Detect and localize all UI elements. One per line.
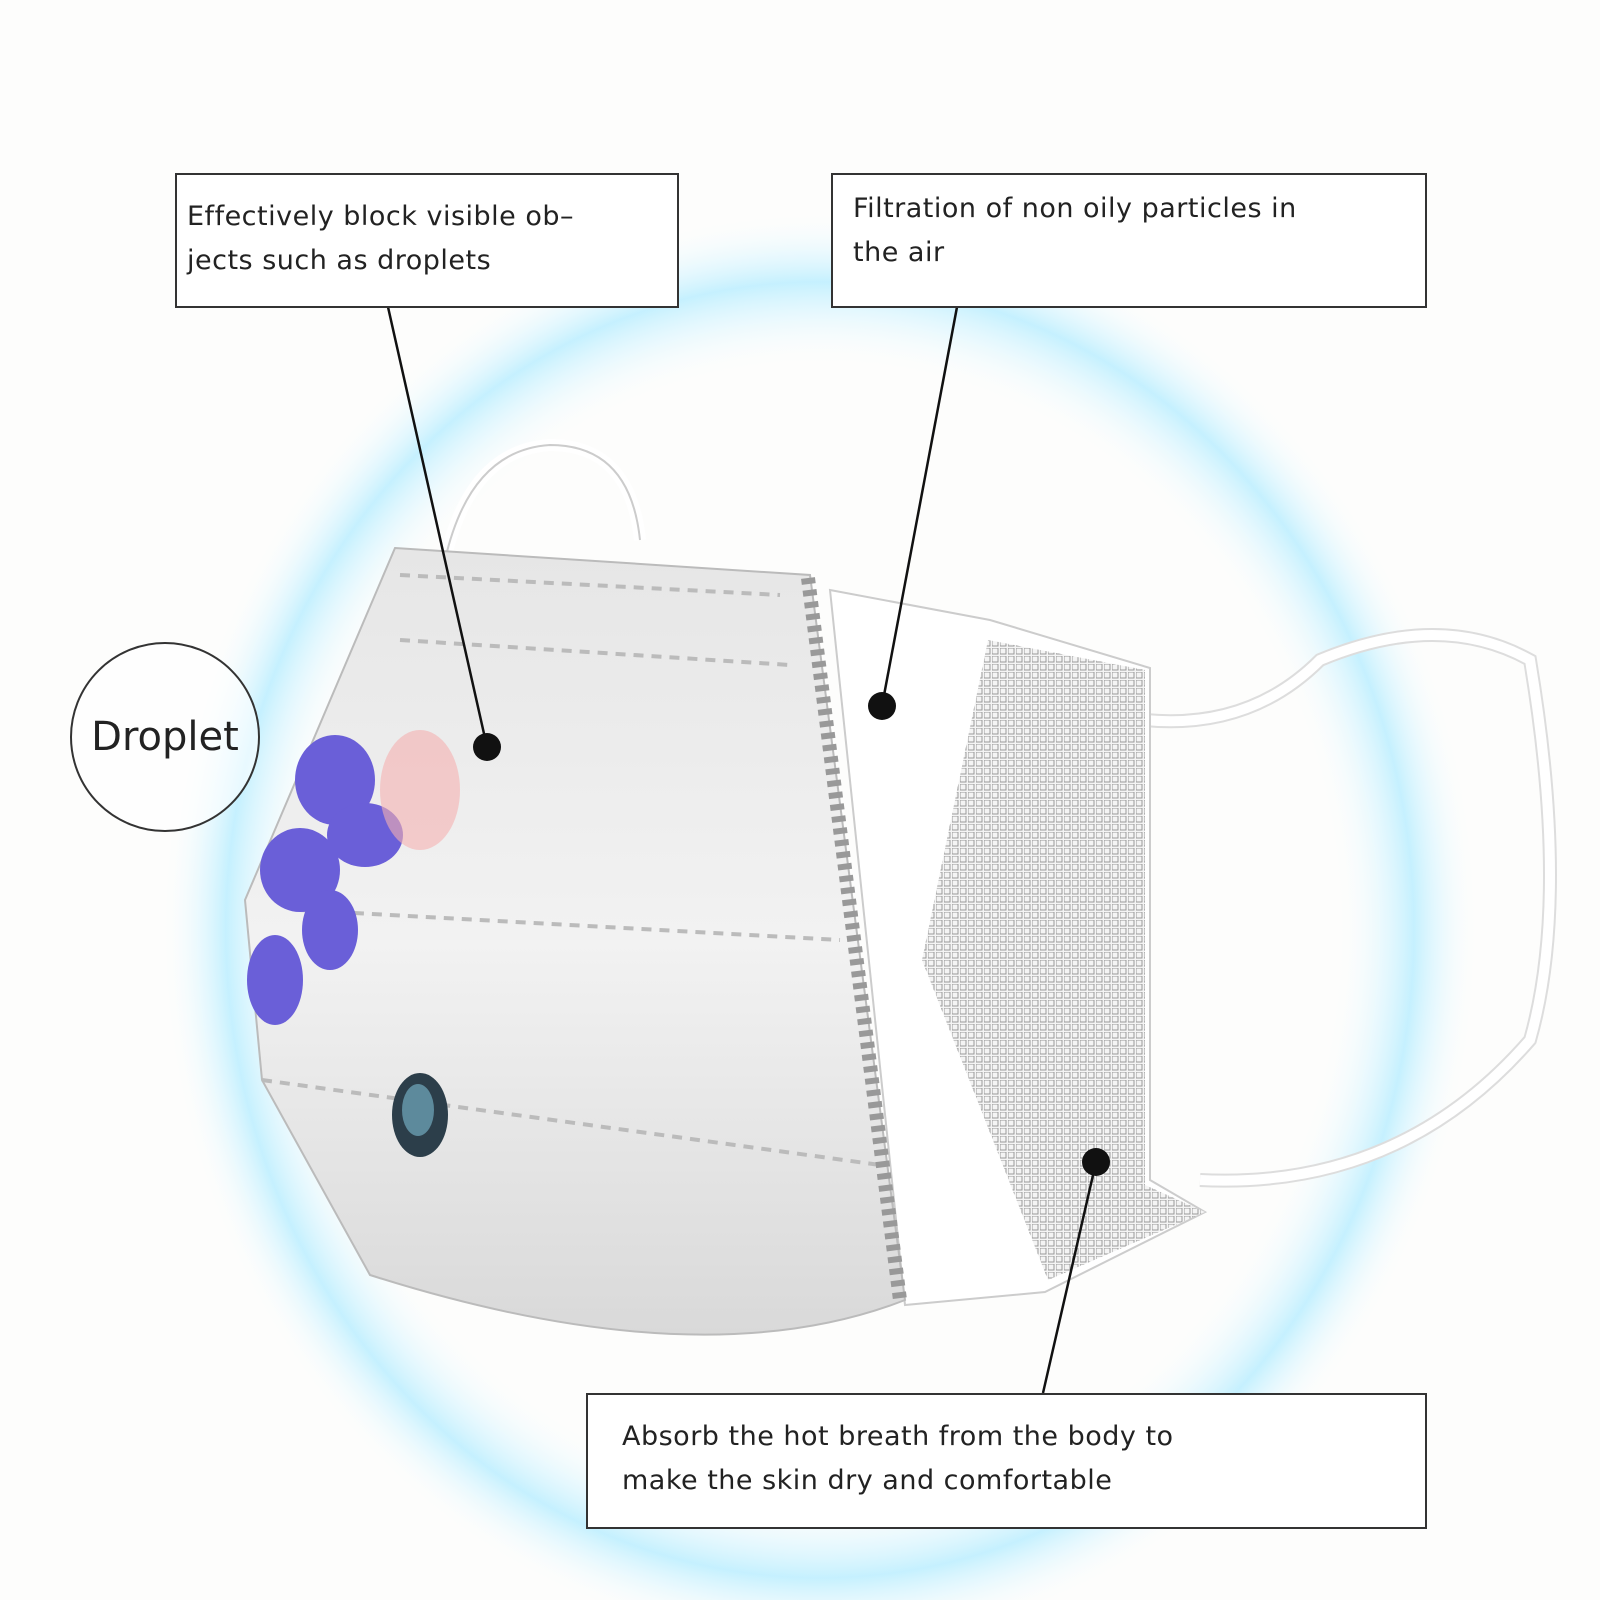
callout-text: jects such as droplets [187, 245, 492, 276]
mesh-layer [922, 640, 1205, 1280]
callout-dot-filter [868, 692, 896, 720]
callout-filter-layer: Filtration of non oily particles in the … [831, 173, 1427, 308]
callout-dot-outer [473, 733, 501, 761]
droplet-label: Droplet [70, 642, 260, 832]
callout-text: Filtration of non oily particles in [853, 193, 1297, 224]
callout-dot-inner [1082, 1148, 1110, 1176]
callout-text: make the skin dry and comfortable [622, 1465, 1113, 1496]
edge-seam [801, 577, 907, 1301]
callout-text: Effectively block visible ob– [187, 201, 575, 232]
leader-lines [386, 306, 1098, 1394]
callout-outer-layer: Effectively block visible ob– jects such… [175, 173, 679, 308]
callout-inner-layer: Absorb the hot breath from the body to m… [586, 1393, 1427, 1529]
callout-text: the air [853, 237, 945, 268]
callout-text: Absorb the hot breath from the body to [622, 1421, 1174, 1452]
flower-print [247, 735, 403, 1025]
